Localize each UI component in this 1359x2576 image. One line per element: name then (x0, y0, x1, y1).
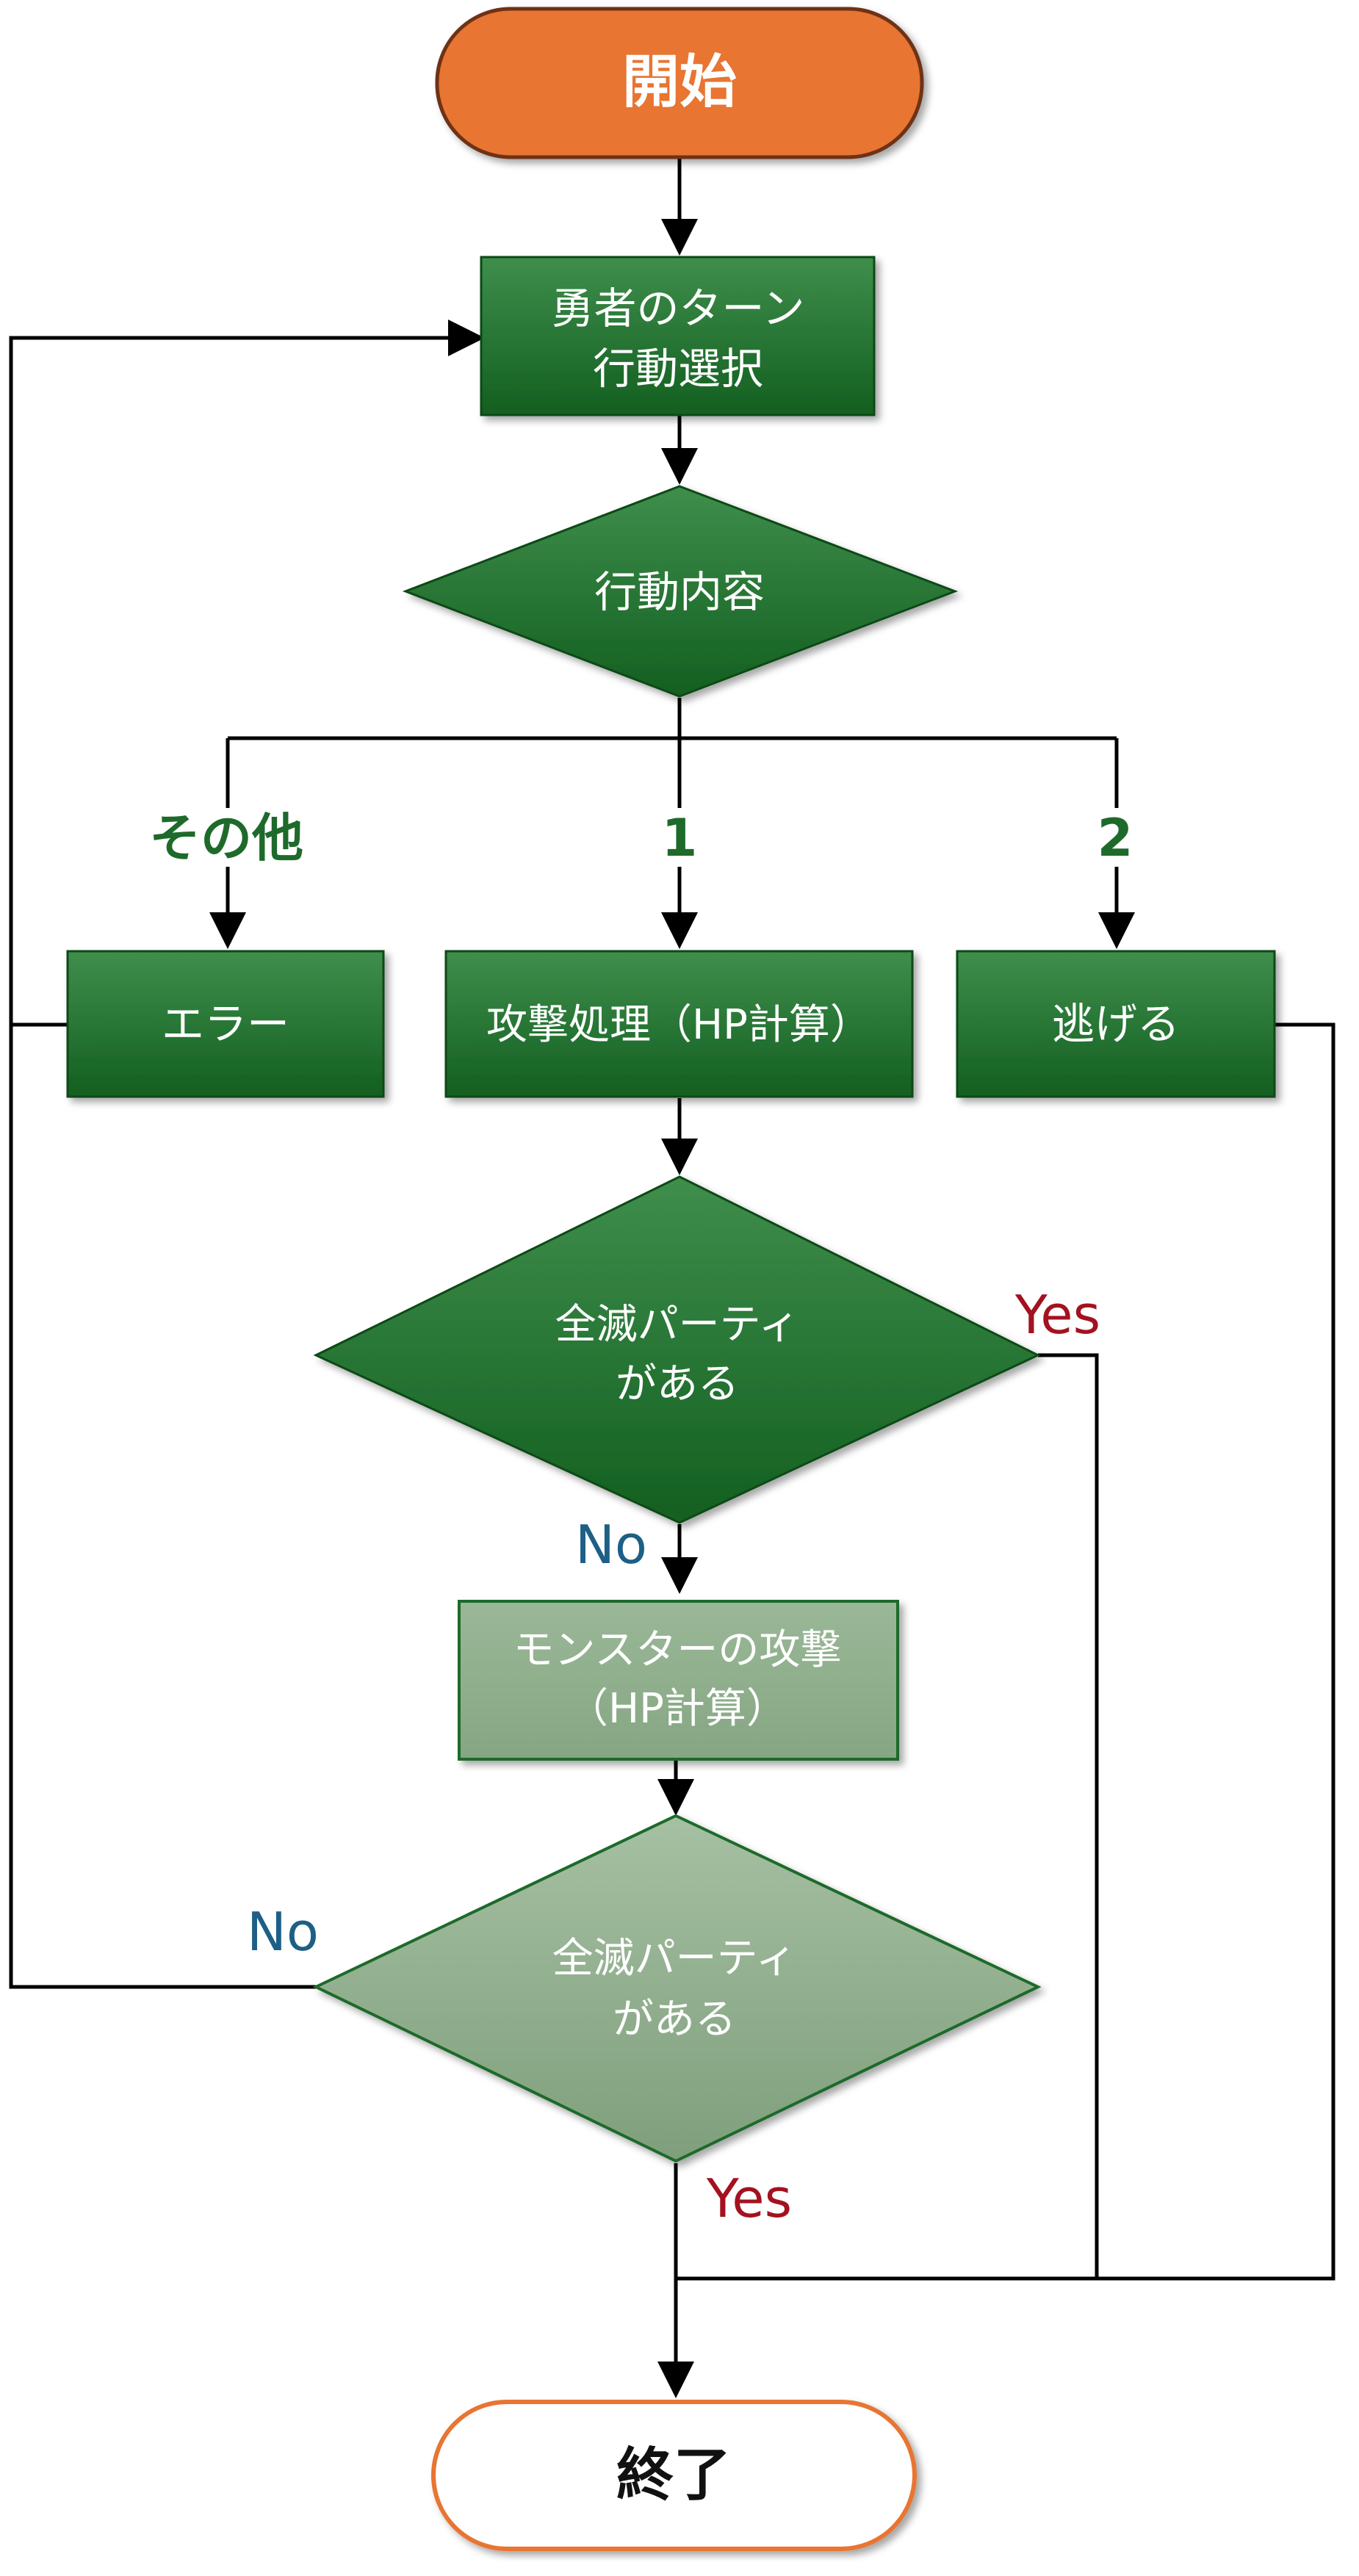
wiped-check-1-node: 全滅パーティ がある (313, 1175, 1041, 1524)
monster-attack-node: モンスターの攻撃 （HP計算） (458, 1600, 899, 1761)
branch-label-other: その他 (149, 808, 303, 868)
attack-label: 攻撃処理（HP計算） (486, 1001, 871, 1049)
escape-label: 逃げる (1052, 999, 1180, 1049)
loop-error-back (9, 320, 485, 1027)
connectors (9, 158, 1335, 2398)
no-label-2: No (247, 1901, 319, 1963)
wiped-check-1-line1: 全滅パーティ (555, 1301, 800, 1349)
wiped-check-1-line2: がある (616, 1360, 739, 1408)
error-node: エラー (66, 950, 385, 1098)
end-label: 終了 (616, 2442, 731, 2508)
yes-label-2: Yes (706, 2168, 792, 2229)
monster-attack-line2: （HP計算） (567, 1685, 787, 1733)
yes-label-1: Yes (1014, 1284, 1100, 1346)
line-wiped1-yes (1038, 1353, 1099, 2279)
no-label-1: No (575, 1514, 647, 1576)
error-label: エラー (162, 999, 289, 1049)
wiped-check-2-line1: 全滅パーティ (552, 1935, 797, 1982)
end-node: 終了 (431, 2400, 917, 2551)
start-label: 開始 (622, 49, 737, 115)
wiped-check-2-node: 全滅パーティ がある (312, 1814, 1042, 2163)
line-escape-to-end (676, 1022, 1335, 2281)
loop-wiped2-no-back (9, 1025, 316, 1989)
hero-turn-node: 勇者のターン 行動選択 (480, 256, 876, 416)
branch-label-1: 1 (662, 808, 698, 868)
hero-turn-label-line2: 行動選択 (593, 344, 763, 394)
action-decision-label: 行動内容 (594, 567, 765, 617)
attack-node: 攻撃処理（HP計算） (444, 950, 914, 1098)
action-decision-node: 行動内容 (402, 485, 959, 698)
monster-attack-line1: モンスターの攻撃 (513, 1626, 842, 1674)
escape-node: 逃げる (956, 950, 1276, 1098)
wiped-check-2-line2: がある (613, 1996, 736, 2043)
hero-turn-label-line1: 勇者のターン (551, 284, 804, 333)
start-node: 開始 (435, 7, 924, 159)
branch-label-2: 2 (1097, 808, 1133, 868)
